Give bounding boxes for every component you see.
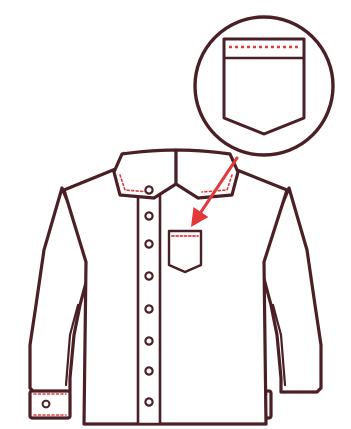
placket-button bbox=[145, 186, 152, 193]
placket-button bbox=[145, 305, 152, 312]
placket-button bbox=[145, 398, 152, 405]
callout-pocket bbox=[224, 39, 304, 134]
placket-button bbox=[145, 240, 152, 247]
pocket-callout bbox=[195, 17, 333, 155]
shirt-body bbox=[64, 168, 287, 424]
chest-pocket bbox=[169, 231, 201, 272]
left-cuff-button bbox=[43, 401, 50, 408]
placket-button bbox=[145, 367, 152, 374]
placket-button bbox=[145, 272, 152, 279]
right-collar bbox=[176, 150, 238, 198]
placket-button bbox=[145, 337, 152, 344]
shirt bbox=[30, 150, 321, 424]
placket-button bbox=[145, 212, 152, 219]
